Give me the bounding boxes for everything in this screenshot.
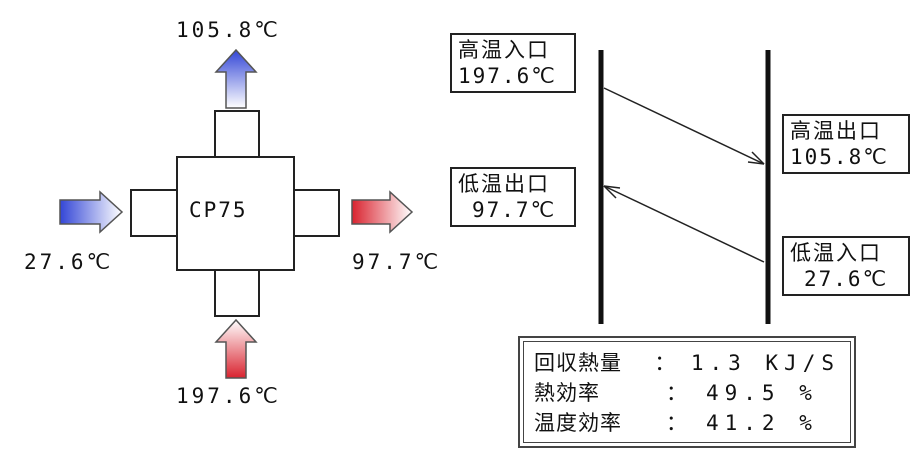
heat-recovery-value: 1.3 KJ/S	[690, 351, 840, 375]
bottom-inlet-temp: 197.6℃	[176, 384, 281, 408]
right-outlet-temp: 97.7℃	[352, 250, 442, 274]
high-out-temp: 105.8℃	[790, 145, 889, 169]
unit-name: CP75	[189, 198, 248, 222]
left-inlet-arrow	[59, 190, 124, 234]
low-out-label: 低温出口	[458, 172, 550, 196]
heat-recovery-label: 回収熱量	[534, 351, 622, 375]
low-temp-flow-arrowhead	[603, 185, 621, 199]
high-out-label: 高温出口	[790, 119, 882, 143]
top-outlet-temp: 105.8℃	[176, 18, 281, 42]
low-temp-flow-line	[603, 185, 765, 263]
result-row-heat-recovery: 回収熱量 ： 1.3 KJ/S	[534, 348, 840, 378]
heat-recovery-colon: ：	[654, 351, 676, 375]
thermal-efficiency-value: 49.5 %	[706, 381, 818, 405]
bottom-inlet-arrow	[214, 318, 258, 379]
temperature-efficiency-label: 温度効率	[534, 411, 622, 435]
low-out-temp: 97.7℃	[472, 198, 557, 222]
high-in-label: 高温入口	[458, 38, 550, 62]
main-unit	[176, 156, 295, 271]
low-in-label: 低温入口	[790, 241, 882, 265]
temperature-efficiency-value: 41.2 %	[706, 411, 818, 435]
result-row-thermal-efficiency: 熱効率 ： 49.5 %	[534, 378, 840, 408]
left-port	[130, 189, 178, 237]
temperature-efficiency-colon: ：	[666, 411, 687, 435]
high-temp-flow-arrowhead	[747, 151, 765, 165]
low-in-temp: 27.6℃	[804, 267, 889, 291]
result-row-temperature-efficiency: 温度効率 ： 41.2 %	[534, 408, 840, 438]
results-panel: 回収熱量 ： 1.3 KJ/S 熱効率 ： 49.5 % 温度効率 ： 41.2…	[518, 336, 856, 448]
left-inlet-temp: 27.6℃	[24, 250, 114, 274]
right-outlet-arrow	[351, 190, 414, 234]
high-in-temp: 197.6℃	[458, 64, 557, 88]
right-port	[292, 189, 340, 237]
bottom-port	[214, 268, 260, 317]
thermal-efficiency-colon: ：	[666, 381, 687, 405]
results-inner: 回収熱量 ： 1.3 KJ/S 熱効率 ： 49.5 % 温度効率 ： 41.2…	[523, 341, 851, 443]
thermal-efficiency-label: 熱効率	[534, 381, 600, 405]
high-temp-flow-line	[603, 87, 765, 165]
top-outlet-arrow	[214, 48, 258, 109]
top-port	[214, 110, 260, 159]
